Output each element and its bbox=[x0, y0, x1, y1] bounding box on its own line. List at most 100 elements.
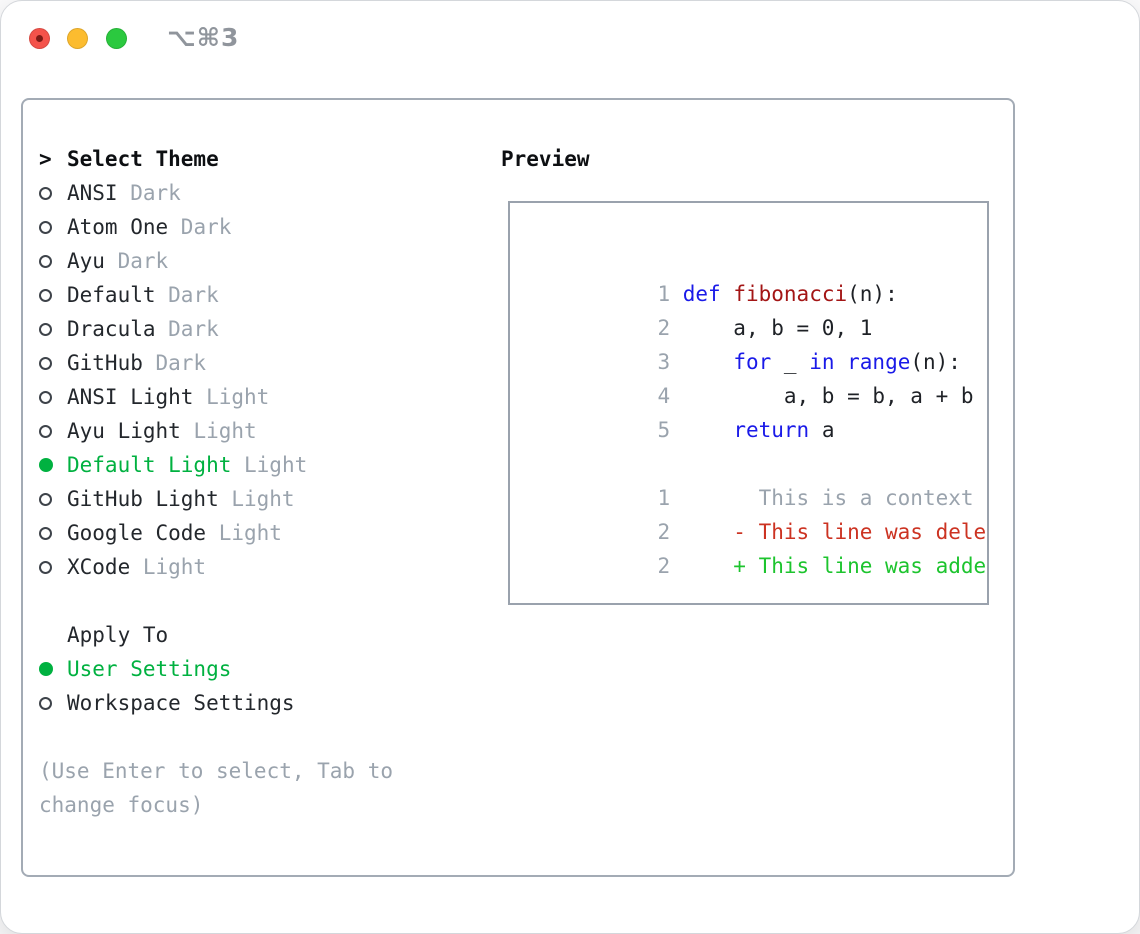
code-token: for bbox=[733, 350, 772, 374]
diff-context-line: 1 This is a context line. bbox=[531, 447, 987, 510]
apply-option-label: User Settings bbox=[67, 657, 232, 681]
code-token bbox=[670, 282, 683, 306]
code-token: a, b = b, a + b bbox=[670, 384, 974, 408]
theme-name: Atom One bbox=[67, 215, 169, 239]
code-token bbox=[670, 350, 733, 374]
gap bbox=[39, 584, 459, 618]
titlebar: ⌥⌘3 bbox=[1, 1, 1139, 77]
theme-picker-panel: > Select Theme ANSI Dark Atom One Dark A… bbox=[21, 98, 1015, 877]
minimize-button[interactable] bbox=[67, 28, 88, 49]
theme-item-google-code[interactable]: Google Code Light bbox=[39, 516, 459, 550]
line-number: 2 bbox=[657, 316, 671, 340]
diff-token: + This line was added. bbox=[670, 554, 989, 578]
radio-icon bbox=[39, 560, 52, 574]
diff-deleted-line: 2 - This line was deleted. bbox=[531, 481, 987, 544]
theme-item-atom-one-dark[interactable]: Atom One Dark bbox=[39, 210, 459, 244]
theme-variant: Light bbox=[231, 487, 295, 511]
radio-icon bbox=[39, 322, 52, 336]
code-line: 5 return a bbox=[531, 379, 987, 442]
code-token: def bbox=[682, 282, 721, 306]
select-theme-title: Select Theme bbox=[67, 147, 219, 171]
theme-variant: Dark bbox=[155, 351, 207, 375]
theme-name: GitHub bbox=[67, 351, 143, 375]
code-token: a, b = 0, 1 bbox=[670, 316, 873, 340]
theme-name: Google Code bbox=[67, 521, 207, 545]
theme-item-ansi-dark[interactable]: ANSI Dark bbox=[39, 176, 459, 210]
theme-variant: Dark bbox=[180, 215, 232, 239]
zoom-button[interactable] bbox=[106, 28, 127, 49]
code-token: in bbox=[809, 350, 835, 374]
theme-item-ayu-dark[interactable]: Ayu Dark bbox=[39, 244, 459, 278]
line-number: 3 bbox=[657, 350, 671, 374]
theme-name: Ayu Light bbox=[67, 419, 181, 443]
apply-to-header: Apply To bbox=[39, 618, 459, 652]
code-token bbox=[834, 350, 847, 374]
gap bbox=[39, 720, 459, 754]
apply-option-label: Workspace Settings bbox=[67, 691, 295, 715]
line-number: 2 bbox=[657, 520, 671, 544]
radio-icon bbox=[39, 186, 52, 200]
radio-icon bbox=[39, 424, 52, 438]
preview-title: Preview bbox=[501, 147, 590, 171]
code-line: 1 def fibonacci(n): bbox=[531, 243, 987, 306]
theme-item-github-light[interactable]: GitHub Light Light bbox=[39, 482, 459, 516]
apply-option-workspace-settings[interactable]: Workspace Settings bbox=[39, 686, 459, 720]
cursor-icon: > bbox=[39, 147, 52, 171]
close-button[interactable] bbox=[29, 28, 50, 49]
theme-name: XCode bbox=[67, 555, 131, 579]
theme-item-xcode[interactable]: XCode Light bbox=[39, 550, 459, 584]
code-token: (n): bbox=[910, 350, 961, 374]
radio-icon bbox=[39, 696, 52, 710]
code-line: 2 a, b = 0, 1 bbox=[531, 277, 987, 340]
code-token: range bbox=[847, 350, 911, 374]
theme-name: Default Light bbox=[67, 453, 232, 477]
radio-selected-icon bbox=[39, 458, 53, 472]
theme-item-dracula-dark[interactable]: Dracula Dark bbox=[39, 312, 459, 346]
theme-item-default-light[interactable]: Default Light Light bbox=[39, 448, 459, 482]
theme-item-default-dark[interactable]: Default Dark bbox=[39, 278, 459, 312]
line-number: 2 bbox=[657, 554, 671, 578]
line-number: 1 bbox=[657, 282, 671, 306]
theme-list: > Select Theme ANSI Dark Atom One Dark A… bbox=[39, 142, 459, 822]
apply-option-user-settings[interactable]: User Settings bbox=[39, 652, 459, 686]
code-token bbox=[721, 282, 734, 306]
radio-selected-icon bbox=[39, 662, 53, 676]
code-line: 3 for _ in range(n): bbox=[531, 311, 987, 374]
theme-name: ANSI bbox=[67, 181, 118, 205]
theme-item-ansi-light[interactable]: ANSI Light Light bbox=[39, 380, 459, 414]
code-token bbox=[670, 418, 733, 442]
theme-name: Default bbox=[67, 283, 156, 307]
theme-variant: Dark bbox=[130, 181, 181, 205]
line-number: 1 bbox=[657, 486, 671, 510]
code-token: fibonacci bbox=[733, 282, 848, 306]
diff-token: This is a context line. bbox=[758, 486, 987, 510]
theme-variant: Dark bbox=[168, 317, 219, 341]
theme-item-ayu-light[interactable]: Ayu Light Light bbox=[39, 414, 459, 448]
code-token: return bbox=[733, 418, 810, 442]
theme-variant: Dark bbox=[117, 249, 169, 273]
theme-list-header: > Select Theme bbox=[39, 142, 459, 176]
code-line: 4 a, b = b, a + b bbox=[531, 345, 987, 408]
radio-icon bbox=[39, 288, 52, 302]
radio-icon bbox=[39, 390, 52, 404]
line-number: 5 bbox=[657, 418, 671, 442]
radio-icon bbox=[39, 356, 52, 370]
theme-name: ANSI Light bbox=[67, 385, 194, 409]
theme-variant: Dark bbox=[168, 283, 219, 307]
close-dot-icon bbox=[36, 35, 43, 42]
theme-variant: Light bbox=[142, 555, 207, 579]
radio-icon bbox=[39, 526, 52, 540]
theme-variant: Light bbox=[206, 385, 270, 409]
theme-variant: Light bbox=[218, 521, 282, 545]
theme-item-github-dark[interactable]: GitHub Dark bbox=[39, 346, 459, 380]
preview-box: 1 def fibonacci(n): 2 a, b = 0, 1 3 for … bbox=[508, 201, 989, 605]
theme-variant: Light bbox=[244, 453, 308, 477]
radio-icon bbox=[39, 220, 52, 234]
window-shortcut-label: ⌥⌘3 bbox=[167, 23, 240, 52]
keyboard-hint: (Use Enter to select, Tab to change focu… bbox=[39, 759, 394, 817]
radio-icon bbox=[39, 254, 52, 268]
theme-name: Ayu bbox=[67, 249, 105, 273]
code-token: a bbox=[809, 418, 835, 442]
